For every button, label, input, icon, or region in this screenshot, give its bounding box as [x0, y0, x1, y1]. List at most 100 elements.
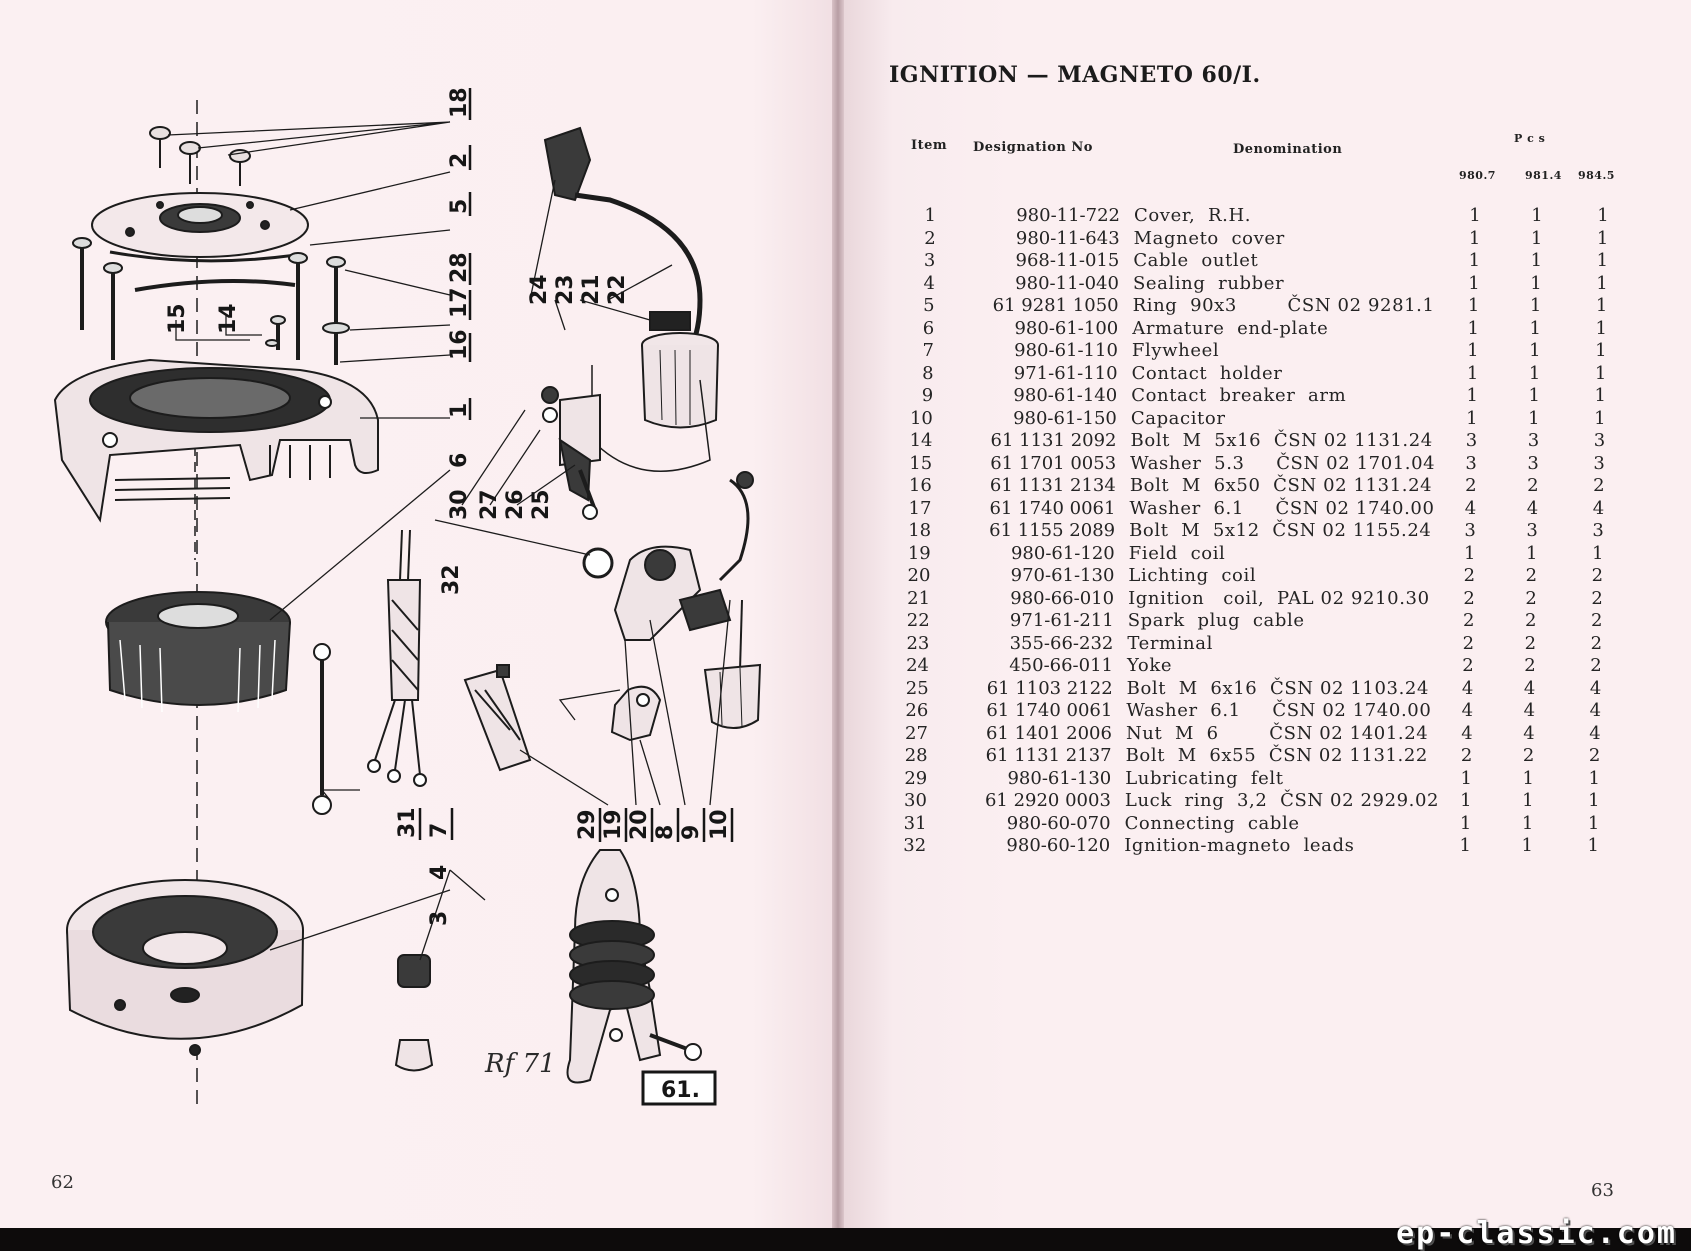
pcs-981-4-cell: 1 — [1522, 790, 1534, 811]
item-cell: 19 — [907, 542, 931, 564]
pcs-980-7-cell: 3 — [1464, 520, 1476, 541]
denomination-cell: Washer 6.1 ČSN 02 1740.00 — [1129, 497, 1435, 519]
page-title: IGNITION — MAGNETO 60/I. — [889, 62, 1261, 88]
pcs-984-5-cell: 1 — [1596, 250, 1609, 271]
pcs-980-7-cell: 1 — [1468, 250, 1481, 271]
watermark: ep-classic.com — [1396, 1216, 1677, 1251]
pcs-981-4-cell: 1 — [1529, 340, 1541, 361]
pcs-981-4-cell: 1 — [1522, 767, 1534, 789]
item-cell: 27 — [905, 722, 928, 744]
designation-cell: 61 1740 0061 — [986, 700, 1113, 721]
luck-ring-drawing — [582, 547, 614, 579]
callout-17: 17 — [447, 287, 472, 318]
callout-8: 8 — [653, 825, 678, 840]
pcs-981-4-cell: 1 — [1526, 542, 1538, 564]
header-designation: Designation No — [973, 140, 1093, 155]
denomination-cell: Bolt M 6x50 ČSN 02 1131.24 — [1129, 475, 1433, 496]
pcs-981-4-cell: 1 — [1529, 295, 1542, 316]
pcs-984-5-cell: 1 — [1588, 790, 1600, 811]
pcs-980-7-cell: 3 — [1465, 430, 1478, 451]
denomination-cell: Magneto cover — [1133, 227, 1285, 249]
header-item: Item — [911, 138, 948, 153]
denomination-cell: Field coil — [1128, 542, 1226, 564]
denomination-cell: Bolt M 5x16 ČSN 02 1131.24 — [1130, 430, 1433, 451]
pcs-981-4-cell: 2 — [1522, 745, 1535, 766]
designation-cell: 980-61-140 — [1013, 385, 1118, 406]
callout-4: 4 — [427, 865, 452, 880]
callout-19: 19 — [601, 809, 626, 840]
item-cell: 16 — [908, 475, 932, 496]
pcs-984-5-cell: 1 — [1595, 340, 1607, 361]
header-denomination: Denomination — [1233, 142, 1343, 157]
item-cell: 24 — [906, 655, 929, 676]
denomination-cell: Sealing rubber — [1132, 272, 1285, 294]
denomination-cell: Flywheel — [1131, 340, 1220, 361]
pcs-984-5-cell: 1 — [1592, 542, 1604, 564]
designation-cell: 61 2920 0003 — [984, 790, 1111, 811]
callout-3: 3 — [427, 911, 452, 926]
callout-5: 5 — [447, 199, 472, 214]
screws-18-drawing — [149, 126, 251, 186]
pcs-984-5-cell: 2 — [1591, 587, 1603, 609]
denomination-cell: Contact holder — [1131, 362, 1283, 384]
pcs-980-7-cell: 1 — [1467, 340, 1479, 361]
long-bolts-drawing — [72, 237, 350, 365]
pcs-981-4-cell: 1 — [1529, 317, 1541, 339]
pcs-981-4-cell: 2 — [1524, 610, 1537, 631]
pcs-981-4-cell: 1 — [1530, 272, 1542, 294]
denomination-cell: Cable outlet — [1133, 250, 1259, 271]
pcs-981-4-cell: 4 — [1526, 497, 1539, 519]
pcs-984-5-cell: 1 — [1594, 407, 1606, 429]
pcs-980-7-cell: 1 — [1459, 812, 1472, 834]
callout-29: 29 — [575, 809, 600, 840]
callout-24: 24 — [527, 274, 552, 305]
contact-breaker-drawing — [610, 471, 754, 742]
callout-18: 18 — [447, 87, 472, 118]
pcs-980-7-cell: 1 — [1459, 835, 1471, 856]
sealing-ring-drawing — [134, 279, 296, 292]
designation-cell: 980-61-120 — [1010, 542, 1115, 564]
pcs-980-7-cell: 4 — [1461, 700, 1474, 721]
pcs-984-5-cell: 1 — [1594, 362, 1607, 384]
callout-32: 32 — [439, 564, 464, 595]
pcs-981-4-cell: 4 — [1523, 700, 1536, 721]
yoke-drawing — [541, 386, 598, 520]
denomination-cell: Nut M 6 ČSN 02 1401.24 — [1125, 722, 1429, 744]
ignition-coil-drawing — [543, 126, 719, 472]
pcs-981-4-cell: 3 — [1527, 430, 1540, 451]
item-cell: 18 — [908, 520, 932, 541]
header-model-980-7: 980.7 — [1459, 169, 1496, 182]
pcs-984-5-cell: 4 — [1589, 677, 1602, 699]
pcs-984-5-cell: 2 — [1590, 610, 1603, 631]
pcs-980-7-cell: 3 — [1465, 452, 1477, 474]
denomination-cell: Ring 90x3 ČSN 02 9281.1 — [1132, 295, 1435, 316]
item-cell: 8 — [922, 362, 934, 384]
item-cell: 14 — [909, 430, 933, 451]
pcs-984-5-cell: 1 — [1588, 767, 1600, 789]
pcs-980-7-cell: 1 — [1460, 767, 1472, 789]
designation-cell: 980-61-100 — [1014, 317, 1119, 339]
pcs-984-5-cell: 1 — [1587, 812, 1600, 834]
designation-cell: 980-11-040 — [1015, 272, 1119, 294]
callout-9: 9 — [679, 825, 704, 840]
leader-lines — [167, 121, 731, 961]
designation-cell: 980-61-130 — [1007, 767, 1112, 789]
denomination-cell: Armature end-plate — [1132, 317, 1329, 339]
denomination-cell: Contact breaker arm — [1131, 385, 1347, 406]
pcs-980-7-cell: 1 — [1460, 790, 1472, 811]
